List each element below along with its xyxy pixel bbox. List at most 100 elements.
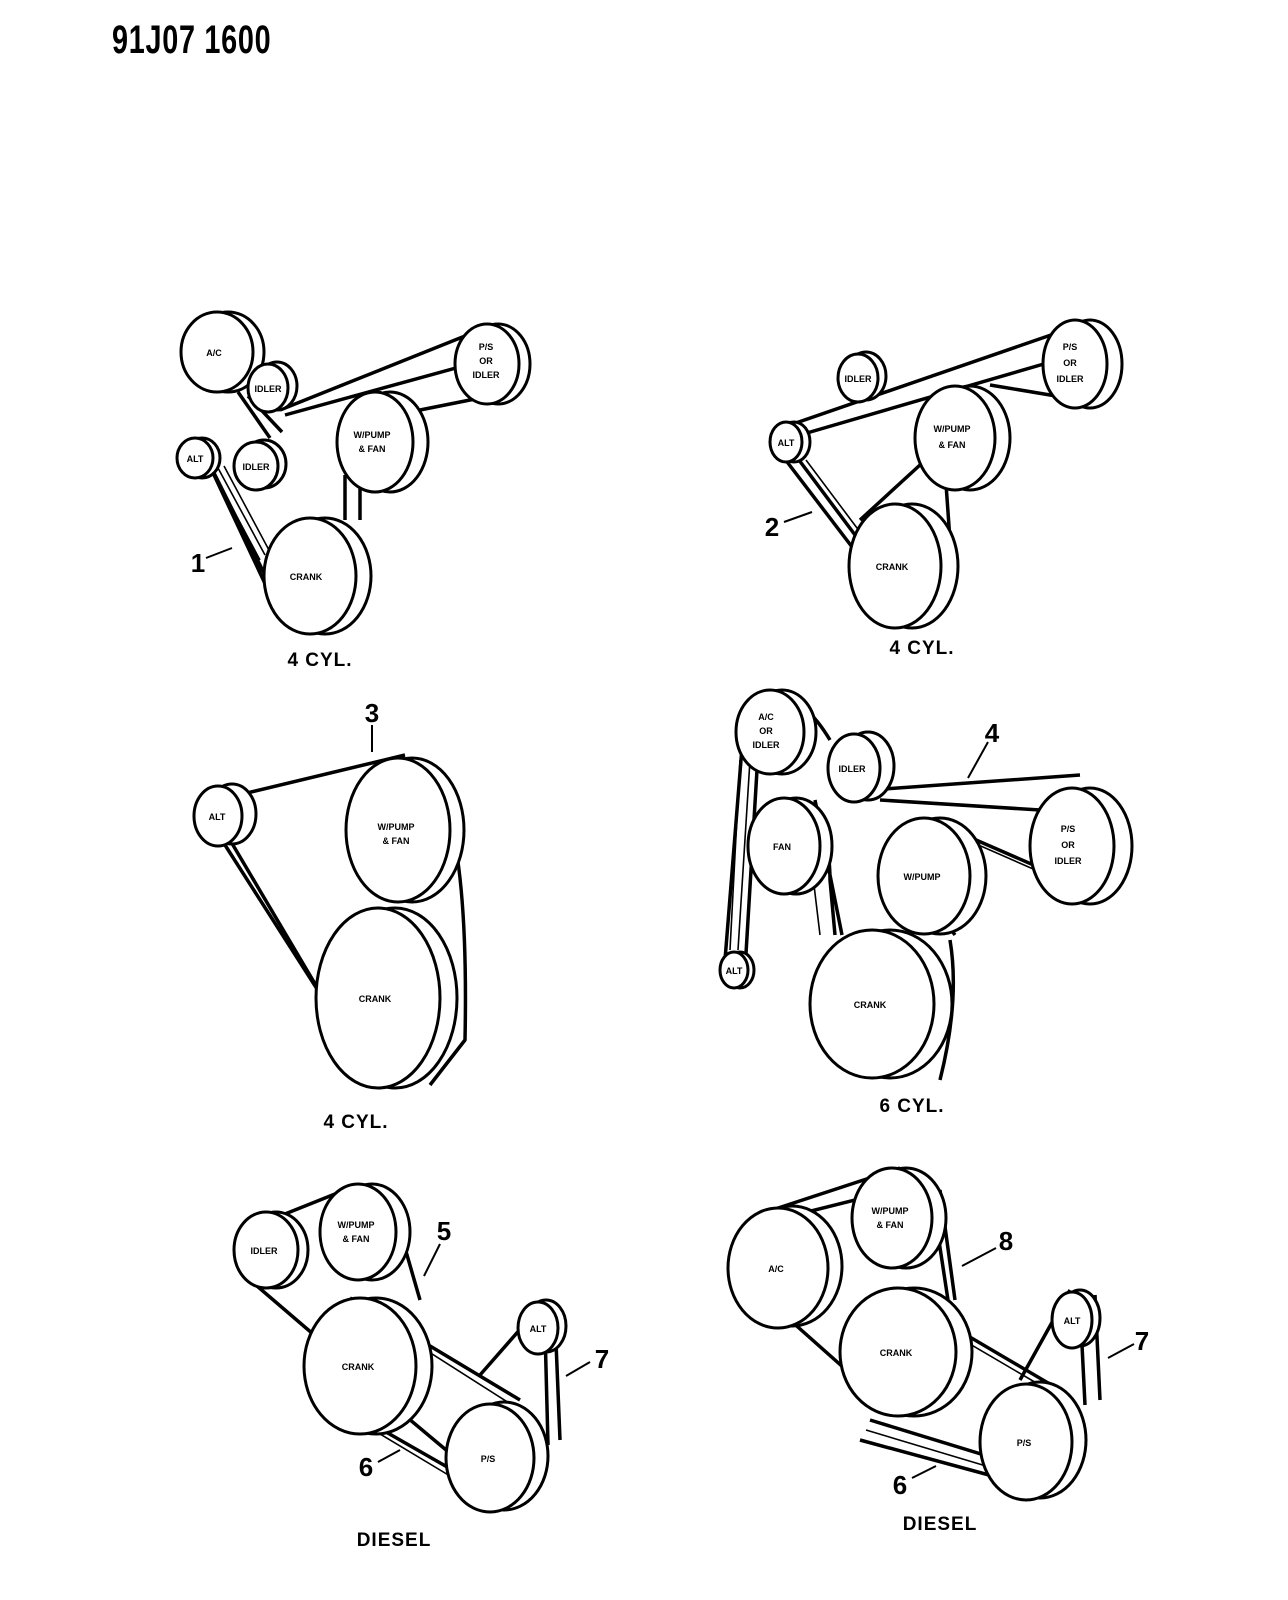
callout-7: 7 bbox=[1135, 1326, 1149, 1356]
pulley-idler: IDLER bbox=[826, 730, 896, 804]
pulley-label-crank: CRANK bbox=[290, 572, 323, 582]
caption-diesel: DIESEL bbox=[357, 1530, 432, 1551]
pulley-label-idler: IDLER bbox=[1055, 856, 1083, 866]
panel-6-diesel: A/C W/PUMP & FAN CRANK ALT P/S 8 6 7 D bbox=[726, 1166, 1149, 1535]
caption-6cyl: 6 CYL. bbox=[879, 1096, 944, 1117]
pulley-label-ac: A/C bbox=[768, 1264, 784, 1274]
pulley-label-idler: IDLER bbox=[255, 384, 283, 394]
pulley-wpump-fan: W/PUMP & FAN bbox=[335, 390, 430, 494]
pulley-label-fan: & FAN bbox=[383, 836, 410, 846]
callout-5: 5 bbox=[437, 1216, 451, 1246]
pulley-alt: ALT bbox=[1050, 1288, 1102, 1350]
pulley-idler: IDLER bbox=[232, 1210, 310, 1290]
pulley-alt: ALT bbox=[516, 1298, 568, 1356]
pulley-label-idler: IDLER bbox=[753, 740, 781, 750]
diagram-code: 91J07 1600 bbox=[112, 18, 272, 62]
callout-3: 3 bbox=[365, 698, 379, 728]
pulley-label-wpump: W/PUMP bbox=[872, 1206, 909, 1216]
pulley-crank: CRANK bbox=[838, 1286, 974, 1418]
pulley-alt: ALT bbox=[768, 420, 812, 464]
pulley-label-or: OR bbox=[759, 726, 773, 736]
callout-8: 8 bbox=[999, 1226, 1013, 1256]
pulley-ps: P/S bbox=[444, 1400, 550, 1514]
pulley-label-ps: P/S bbox=[479, 342, 494, 352]
caption-4cyl: 4 CYL. bbox=[323, 1112, 388, 1133]
pulley-ps: P/S bbox=[978, 1380, 1088, 1502]
pulley-crank: CRANK bbox=[314, 906, 459, 1090]
pulley-alt: ALT bbox=[718, 950, 756, 990]
pulley-ac: A/C bbox=[179, 310, 266, 394]
pulley-label-alt: ALT bbox=[209, 812, 226, 822]
pulley-label-wpump: W/PUMP bbox=[338, 1220, 375, 1230]
caption-diesel: DIESEL bbox=[903, 1514, 978, 1535]
panel-5-diesel: IDLER W/PUMP & FAN CRANK ALT P/S 5 6 7 bbox=[232, 1182, 609, 1551]
pulley-wpump-fan: W/PUMP & FAN bbox=[344, 756, 466, 904]
pulley-idler-lower: IDLER bbox=[232, 438, 288, 492]
pulley-label-idler: IDLER bbox=[251, 1246, 279, 1256]
pulley-label-alt: ALT bbox=[187, 454, 204, 464]
pulley-wpump-fan: W/PUMP & FAN bbox=[318, 1182, 412, 1282]
pulley-wpump-fan: W/PUMP & FAN bbox=[850, 1166, 948, 1270]
pulley-wpump-fan: W/PUMP & FAN bbox=[913, 384, 1012, 492]
callout-2: 2 bbox=[765, 512, 779, 542]
pulley-label-ac: A/C bbox=[206, 348, 222, 358]
pulley-label-idler: IDLER bbox=[243, 462, 271, 472]
pulley-ps-or-idler: P/S OR IDLER bbox=[453, 322, 532, 406]
pulley-label-or: OR bbox=[1061, 840, 1075, 850]
pulley-label-wpump: W/PUMP bbox=[354, 430, 391, 440]
pulley-label-wpump: W/PUMP bbox=[934, 424, 971, 434]
panel-1-4cyl: A/C IDLER P/S OR IDLER W/PUMP & FAN ALT bbox=[175, 310, 532, 671]
pulley-idler: IDLER bbox=[836, 350, 888, 404]
pulley-label-alt: ALT bbox=[530, 1324, 547, 1334]
pulley-ac-or-idler: A/C OR IDLER bbox=[734, 688, 818, 776]
pulley-label-idler: IDLER bbox=[839, 764, 867, 774]
pulley-crank: CRANK bbox=[262, 516, 373, 636]
pulley-crank: CRANK bbox=[302, 1296, 434, 1436]
pulley-label-idler: IDLER bbox=[473, 370, 501, 380]
pulley-label-crank: CRANK bbox=[854, 1000, 887, 1010]
pulley-ps-or-idler: P/S OR IDLER bbox=[1028, 786, 1134, 906]
callout-1: 1 bbox=[191, 548, 205, 578]
pulley-label-ps: P/S bbox=[481, 1454, 496, 1464]
panel-4-6cyl: A/C OR IDLER IDLER P/S OR IDLER FAN W/PU… bbox=[718, 688, 1134, 1117]
pulley-label-crank: CRANK bbox=[342, 1362, 375, 1372]
pulley-label-fan: FAN bbox=[773, 842, 791, 852]
pulley-label-wpump: W/PUMP bbox=[904, 872, 941, 882]
pulley-label-or: OR bbox=[479, 356, 493, 366]
callout-4: 4 bbox=[985, 718, 1000, 748]
callout-6: 6 bbox=[359, 1452, 373, 1482]
pulley-label-fan: & FAN bbox=[877, 1220, 904, 1230]
pulley-idler-upper: IDLER bbox=[246, 360, 299, 414]
callout-7: 7 bbox=[595, 1344, 609, 1374]
caption-4cyl: 4 CYL. bbox=[287, 650, 352, 671]
pulley-label-or: OR bbox=[1063, 358, 1077, 368]
pulley-ps-or-idler: P/S OR IDLER bbox=[1041, 318, 1124, 410]
pulley-label-fan: & FAN bbox=[359, 444, 386, 454]
pulley-label-crank: CRANK bbox=[359, 994, 392, 1004]
pulley-label-alt: ALT bbox=[778, 438, 795, 448]
pulley-fan: FAN bbox=[746, 796, 834, 896]
pulley-label-ps: P/S bbox=[1017, 1438, 1032, 1448]
pulley-label-alt: ALT bbox=[1064, 1316, 1081, 1326]
pulley-wpump: W/PUMP bbox=[876, 816, 988, 936]
pulley-label-idler: IDLER bbox=[1057, 374, 1085, 384]
pulley-label-idler: IDLER bbox=[845, 374, 873, 384]
caption-4cyl: 4 CYL. bbox=[889, 638, 954, 659]
pulley-alt: ALT bbox=[192, 782, 258, 848]
pulley-label-wpump: W/PUMP bbox=[378, 822, 415, 832]
pulley-label-alt: ALT bbox=[726, 966, 743, 976]
pulley-alt: ALT bbox=[175, 436, 222, 480]
pulley-ac: A/C bbox=[726, 1204, 844, 1330]
pulley-label-ps: P/S bbox=[1061, 824, 1076, 834]
pulley-label-ps: P/S bbox=[1063, 342, 1078, 352]
pulley-crank: CRANK bbox=[847, 502, 960, 630]
pulley-label-ac: A/C bbox=[758, 712, 774, 722]
pulley-label-crank: CRANK bbox=[880, 1348, 913, 1358]
pulley-label-fan: & FAN bbox=[939, 440, 966, 450]
pulley-label-fan: & FAN bbox=[343, 1234, 370, 1244]
callout-6: 6 bbox=[893, 1470, 907, 1500]
pulley-crank: CRANK bbox=[808, 928, 954, 1080]
pulley-label-crank: CRANK bbox=[876, 562, 909, 572]
panel-3-4cyl: W/PUMP & FAN CRANK ALT 3 4 CYL. bbox=[192, 698, 468, 1133]
